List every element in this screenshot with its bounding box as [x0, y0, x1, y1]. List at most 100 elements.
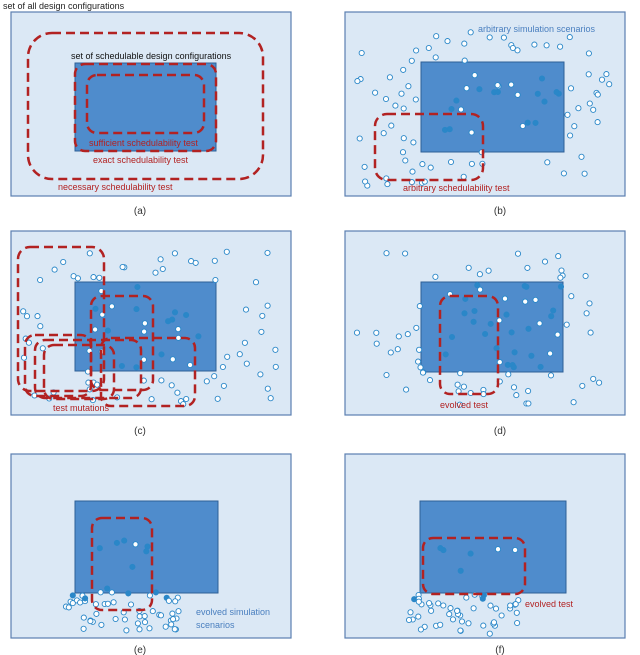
scenario-dot: [419, 161, 426, 168]
scenario-dot: [39, 345, 46, 352]
scenario-dot: [512, 546, 519, 554]
scenario-dot: [514, 619, 521, 627]
scenario-dot: [550, 307, 557, 314]
necessary-test-boundary: [26, 31, 265, 181]
scenario-dot: [446, 611, 453, 618]
necessary-test-label: necessary schedulability test: [58, 182, 173, 192]
scenario-dot: [428, 607, 435, 614]
scenario-dot: [510, 364, 517, 371]
scenario-dot: [486, 630, 493, 637]
scenario-dot: [575, 105, 582, 112]
scenario-dot: [496, 359, 503, 366]
scenario-dot: [74, 275, 81, 282]
panel-f-scenario-dots: [405, 545, 522, 637]
scenario-dot: [447, 158, 455, 166]
scenario-dot: [171, 250, 178, 257]
caption-c: (c): [134, 426, 146, 437]
scenario-dot: [437, 621, 444, 628]
scenario-dot: [596, 379, 603, 386]
caption-f: (f): [495, 645, 504, 655]
mutation-boundary-3: [23, 333, 93, 398]
scenario-dot: [522, 298, 529, 305]
scenario-dot: [92, 601, 99, 608]
scenario-dot: [203, 378, 210, 385]
scenario-dot: [558, 267, 565, 274]
scenario-dot: [458, 618, 466, 625]
scenario-dot: [175, 608, 182, 615]
scenario-dot: [51, 266, 58, 273]
scenario-dot: [582, 272, 589, 280]
scenario-dot: [471, 307, 478, 315]
caption-d: (d): [494, 426, 506, 437]
scenario-dot: [437, 545, 444, 552]
scenario-dot: [23, 313, 31, 320]
scenario-dot: [417, 626, 424, 633]
scenario-dot: [598, 76, 606, 83]
panel-a: set of schedulable design configurations…: [10, 11, 292, 217]
scenario-dot: [108, 589, 115, 596]
scenario-dot: [513, 609, 520, 616]
scenario-dot: [538, 75, 546, 82]
scenario-dot: [525, 400, 532, 407]
scenario-dot: [567, 85, 575, 92]
scenario-dot: [129, 563, 136, 570]
scenario-dot: [400, 135, 407, 142]
scenario-dot: [175, 326, 182, 333]
scenario-dot: [87, 618, 94, 625]
scenario-dot: [454, 607, 461, 614]
scenario-dot: [467, 550, 474, 557]
scenario-dot: [433, 33, 440, 40]
scenario-dot: [408, 179, 415, 186]
scenario-dot: [172, 598, 179, 605]
scenario-dot: [409, 168, 416, 175]
scenario-dot: [557, 43, 564, 50]
scenario-dot: [94, 381, 101, 388]
scenario-dot: [503, 311, 510, 318]
scenario-dot: [461, 40, 468, 47]
scenario-dot: [362, 178, 369, 185]
caption-e: (e): [134, 645, 146, 655]
scenario-dot: [583, 310, 590, 317]
scenario-dot: [532, 119, 539, 126]
scenario-dot: [157, 256, 164, 263]
scenario-dot: [419, 369, 427, 376]
scenario-dot: [69, 592, 76, 599]
scenario-dot: [567, 132, 574, 139]
scenario-dot: [590, 375, 597, 382]
sufficient-test-label: sufficient schedulability test: [89, 138, 198, 148]
scenario-dot: [501, 295, 509, 302]
panel-a-schedulable-region: [74, 62, 217, 152]
scenario-dot: [606, 81, 613, 88]
scenario-dot: [99, 311, 106, 318]
scenario-dot: [416, 346, 423, 353]
scenario-dot: [258, 328, 265, 335]
scenario-dot: [407, 609, 414, 616]
panel-d-schedulable-region: [420, 281, 564, 373]
scenario-dot: [168, 382, 175, 389]
scenario-dot: [170, 616, 177, 623]
panel-d-scenario-dots: [353, 250, 603, 408]
scenario-dot: [175, 334, 182, 341]
scenario-dot: [69, 600, 76, 607]
scenario-dot: [585, 71, 592, 78]
scenario-dot: [264, 302, 271, 309]
scenario-dot: [158, 351, 165, 358]
scenario-dot: [590, 106, 597, 113]
scenario-dot: [461, 310, 468, 317]
scenario-dot: [541, 98, 548, 105]
scenario-dot: [108, 303, 115, 310]
scenario-dot: [134, 620, 141, 627]
scenario-dot: [241, 339, 248, 346]
scenario-dot: [460, 173, 467, 180]
scenario-dot: [570, 399, 577, 406]
scenario-dot: [426, 377, 434, 384]
scenario-dot: [267, 395, 274, 402]
scenario-dot: [395, 333, 402, 340]
scenario-dot: [594, 91, 601, 98]
scenario-dot: [223, 248, 230, 255]
scenario-dot: [384, 181, 391, 188]
scenario-dot: [272, 363, 279, 370]
scenario-dot: [415, 598, 422, 605]
scenario-dot: [463, 594, 470, 601]
scenario-dot: [402, 250, 409, 257]
